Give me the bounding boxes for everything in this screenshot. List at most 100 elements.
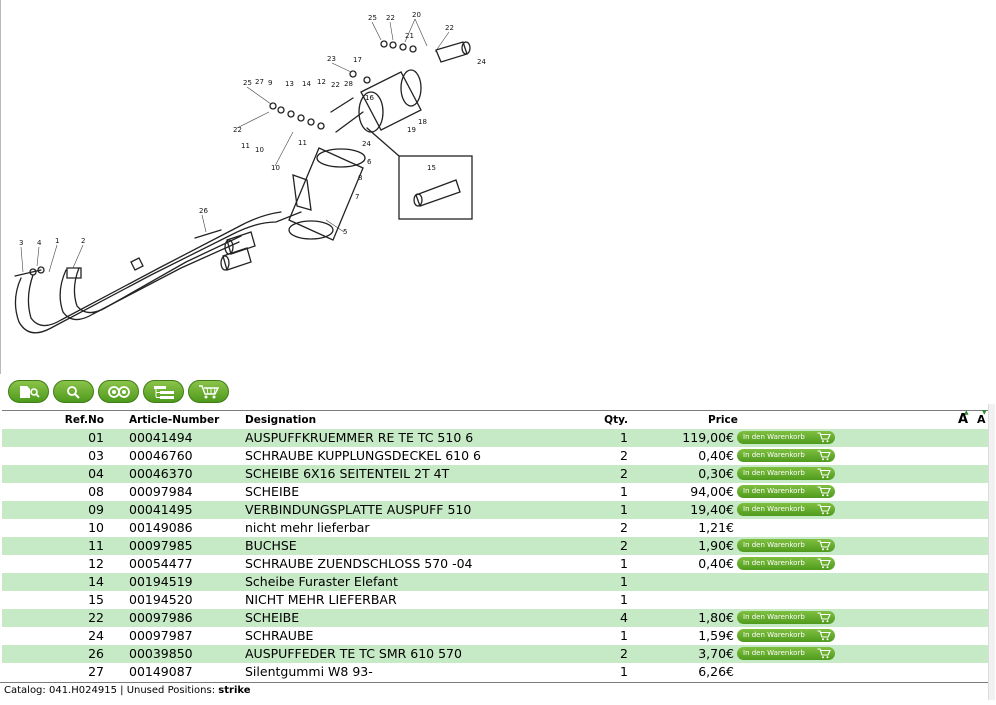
col-article-header[interactable]: Article-Number bbox=[129, 414, 220, 426]
designation-cell: Scheibe Furaster Elefant bbox=[245, 574, 398, 589]
price-cell: 0,40€ bbox=[698, 556, 734, 571]
qty-cell: 2 bbox=[620, 448, 628, 463]
article-number-cell: 00054477 bbox=[129, 556, 193, 571]
price-cell: 119,00€ bbox=[682, 430, 734, 445]
add-to-cart-button[interactable]: In den Warenkorb bbox=[737, 611, 835, 624]
svg-text:13: 13 bbox=[285, 80, 294, 88]
add-to-cart-button[interactable]: In den Warenkorb bbox=[737, 449, 835, 462]
add-to-cart-button[interactable]: In den Warenkorb bbox=[737, 539, 835, 552]
cart-icon bbox=[817, 540, 831, 551]
vertical-scrollbar[interactable] bbox=[988, 404, 995, 700]
price-cell: 1,21€ bbox=[698, 520, 734, 535]
price-cell: 94,00€ bbox=[690, 484, 734, 499]
article-number-cell: 00149086 bbox=[129, 520, 193, 535]
qty-cell: 1 bbox=[620, 664, 628, 679]
binoculars-button[interactable] bbox=[98, 380, 139, 403]
designation-cell: NICHT MEHR LIEFERBAR bbox=[245, 592, 397, 607]
col-price-header[interactable]: Price bbox=[708, 414, 738, 426]
qty-cell: 1 bbox=[620, 502, 628, 517]
svg-text:1: 1 bbox=[55, 237, 59, 245]
increase-arrow-icon: ▲ bbox=[964, 409, 969, 416]
svg-text:15: 15 bbox=[427, 164, 436, 172]
article-number-cell: 00194520 bbox=[129, 592, 193, 607]
designation-cell: SCHEIBE 6X16 SEITENTEIL 2T 4T bbox=[245, 466, 450, 481]
price-cell: 3,70€ bbox=[698, 646, 734, 661]
article-number-cell: 00046760 bbox=[129, 448, 193, 463]
article-number-cell: 00149087 bbox=[129, 664, 193, 679]
tree-view-button[interactable] bbox=[143, 380, 184, 403]
ref-cell: 26 bbox=[88, 646, 104, 661]
designation-cell: SCHRAUBE ZUENDSCHLOSS 570 -04 bbox=[245, 556, 473, 571]
add-to-cart-label: In den Warenkorb bbox=[743, 631, 805, 639]
price-cell: 0,30€ bbox=[698, 466, 734, 481]
svg-text:27: 27 bbox=[255, 78, 264, 86]
designation-cell: SCHEIBE bbox=[245, 610, 300, 625]
cart-icon bbox=[817, 558, 831, 569]
font-decrease-button[interactable]: A bbox=[977, 413, 986, 426]
qty-cell: 1 bbox=[620, 556, 628, 571]
footer-separator: | bbox=[120, 685, 124, 696]
cart-icon bbox=[817, 504, 831, 515]
price-cell: 1,80€ bbox=[698, 610, 734, 625]
qty-cell: 1 bbox=[620, 430, 628, 445]
add-to-cart-label: In den Warenkorb bbox=[743, 433, 805, 441]
ref-cell: 04 bbox=[88, 466, 104, 481]
price-cell: 19,40€ bbox=[690, 502, 734, 517]
ref-cell: 24 bbox=[88, 628, 104, 643]
svg-text:26: 26 bbox=[199, 207, 208, 215]
zoom-button[interactable] bbox=[53, 380, 94, 403]
svg-text:14: 14 bbox=[302, 80, 311, 88]
svg-text:28: 28 bbox=[344, 80, 353, 88]
article-number-cell: 00041495 bbox=[129, 502, 193, 517]
svg-text:17: 17 bbox=[353, 56, 362, 64]
add-to-cart-button[interactable]: In den Warenkorb bbox=[737, 485, 835, 498]
svg-text:21: 21 bbox=[405, 32, 414, 40]
svg-text:10: 10 bbox=[255, 146, 264, 154]
add-to-cart-button[interactable]: In den Warenkorb bbox=[737, 431, 835, 444]
font-increase-button[interactable]: A bbox=[958, 412, 969, 427]
designation-cell: nicht mehr lieferbar bbox=[245, 520, 370, 535]
svg-text:25: 25 bbox=[243, 79, 252, 87]
col-designation-header[interactable]: Designation bbox=[245, 414, 317, 426]
add-to-cart-button[interactable]: In den Warenkorb bbox=[737, 503, 835, 516]
svg-text:7: 7 bbox=[355, 193, 359, 201]
page-search-button[interactable] bbox=[8, 380, 49, 403]
svg-text:22: 22 bbox=[445, 24, 454, 32]
article-number-cell: 00097985 bbox=[129, 538, 193, 553]
article-number-cell: 00194519 bbox=[129, 574, 193, 589]
svg-text:25: 25 bbox=[368, 14, 377, 22]
ref-cell: 22 bbox=[88, 610, 104, 625]
cart-button[interactable] bbox=[188, 380, 229, 403]
cart-icon bbox=[817, 432, 831, 443]
col-qty-header[interactable]: Qty. bbox=[604, 414, 628, 426]
add-to-cart-button[interactable]: In den Warenkorb bbox=[737, 647, 835, 660]
unused-positions-value: strike bbox=[218, 685, 251, 696]
qty-cell: 1 bbox=[620, 628, 628, 643]
add-to-cart-button[interactable]: In den Warenkorb bbox=[737, 467, 835, 480]
add-to-cart-label: In den Warenkorb bbox=[743, 649, 805, 657]
designation-cell: AUSPUFFKRUEMMER RE TE TC 510 6 bbox=[245, 430, 474, 445]
svg-text:22: 22 bbox=[386, 14, 395, 22]
binoculars-icon bbox=[107, 385, 130, 398]
svg-text:2: 2 bbox=[81, 237, 85, 245]
add-to-cart-button[interactable]: In den Warenkorb bbox=[737, 557, 835, 570]
add-to-cart-button[interactable]: In den Warenkorb bbox=[737, 629, 835, 642]
col-ref-header[interactable]: Ref.No bbox=[64, 414, 104, 426]
cart-icon bbox=[817, 468, 831, 479]
